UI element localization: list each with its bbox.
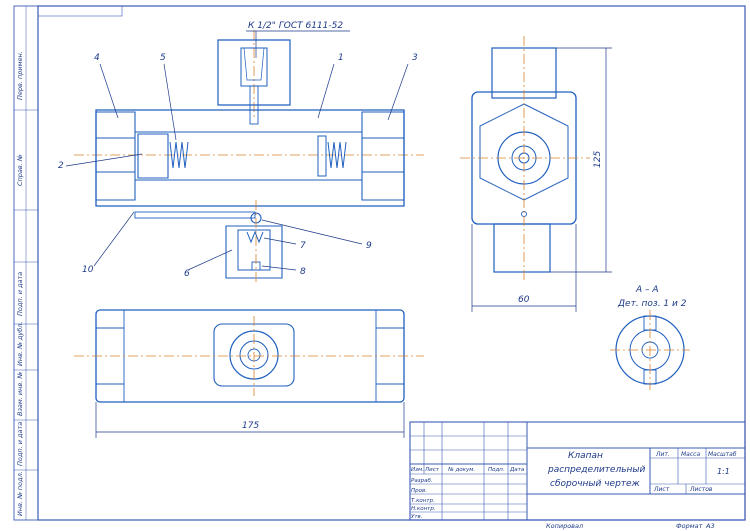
callouts: 1 2 3 4 5 6 7 8 9 10 bbox=[58, 53, 418, 279]
side-view bbox=[460, 36, 590, 282]
title-line-1: Клапан bbox=[568, 451, 603, 461]
dimension-width-text: 60 bbox=[518, 295, 530, 305]
callout-10: 10 bbox=[82, 265, 94, 275]
sheet-frame bbox=[37, 5, 746, 521]
format-label: Формат bbox=[676, 522, 703, 530]
callout-3: 3 bbox=[412, 53, 418, 63]
side-label-2: Подп. и дата bbox=[16, 272, 24, 316]
plan-view bbox=[74, 309, 424, 403]
callout-2: 2 bbox=[58, 161, 64, 171]
col-date: Дата bbox=[509, 467, 525, 473]
col-sign: Подп. bbox=[488, 467, 505, 473]
section-a-a: А – А Дет. поз. 1 и 2 bbox=[610, 285, 690, 390]
role-0: Разраб. bbox=[411, 478, 433, 484]
role-3: Н.контр. bbox=[411, 506, 436, 512]
col-doc: № докум. bbox=[447, 467, 475, 473]
title-line-3: сборочный чертеж bbox=[550, 479, 641, 489]
side-label-4: Взам. инв. № bbox=[16, 372, 24, 416]
dimension-height: 125 bbox=[550, 47, 612, 273]
role-1: Пров. bbox=[411, 488, 427, 494]
mass-label: Масса bbox=[681, 451, 700, 458]
thread-note-text: К 1/2" ГОСТ 6111-52 bbox=[248, 21, 343, 31]
callout-1: 1 bbox=[338, 53, 344, 63]
callout-4: 4 bbox=[94, 53, 100, 63]
sheets-label: Листов bbox=[689, 486, 713, 493]
format-value: А3 bbox=[705, 522, 715, 530]
front-section-view bbox=[74, 30, 424, 285]
col-list: Лист bbox=[424, 467, 440, 473]
callout-5: 5 bbox=[160, 53, 166, 63]
section-label: А – А bbox=[635, 285, 659, 295]
dimension-width: 60 bbox=[471, 224, 577, 312]
col-izm: Изм. bbox=[411, 467, 424, 473]
callout-8: 8 bbox=[300, 267, 306, 277]
dimension-length-text: 175 bbox=[242, 421, 259, 431]
side-label-6: Инв. № подл. bbox=[16, 471, 24, 516]
side-label-5: Подп. и дата bbox=[16, 422, 24, 466]
sheet-label: Лист bbox=[653, 486, 670, 493]
title-line-2: распределительный bbox=[547, 465, 645, 475]
scale-value: 1:1 bbox=[717, 467, 730, 476]
side-label-0: Перв. примен. bbox=[16, 51, 24, 100]
role-2: Т.контр. bbox=[411, 498, 435, 504]
copied-label: Копировал bbox=[546, 522, 583, 530]
section-subtitle: Дет. поз. 1 и 2 bbox=[617, 299, 687, 309]
scale-label: Масштаб bbox=[708, 451, 737, 458]
side-strip: Перв. примен. Справ. № Подп. и дата Инв.… bbox=[13, 5, 39, 521]
dimension-height-text: 125 bbox=[593, 151, 603, 168]
title-block: Клапан распределительный сборочный черте… bbox=[409, 421, 746, 530]
callout-6: 6 bbox=[184, 269, 190, 279]
side-label-1: Справ. № bbox=[16, 154, 24, 186]
dimension-length: 175 bbox=[95, 402, 405, 438]
callout-9: 9 bbox=[366, 241, 372, 251]
callout-7: 7 bbox=[300, 241, 306, 251]
lit-label: Лит. bbox=[655, 451, 670, 458]
role-4: Утв. bbox=[411, 514, 423, 520]
side-label-3: Инв. № дубл. bbox=[16, 322, 24, 366]
thread-note: К 1/2" ГОСТ 6111-52 bbox=[246, 21, 350, 58]
